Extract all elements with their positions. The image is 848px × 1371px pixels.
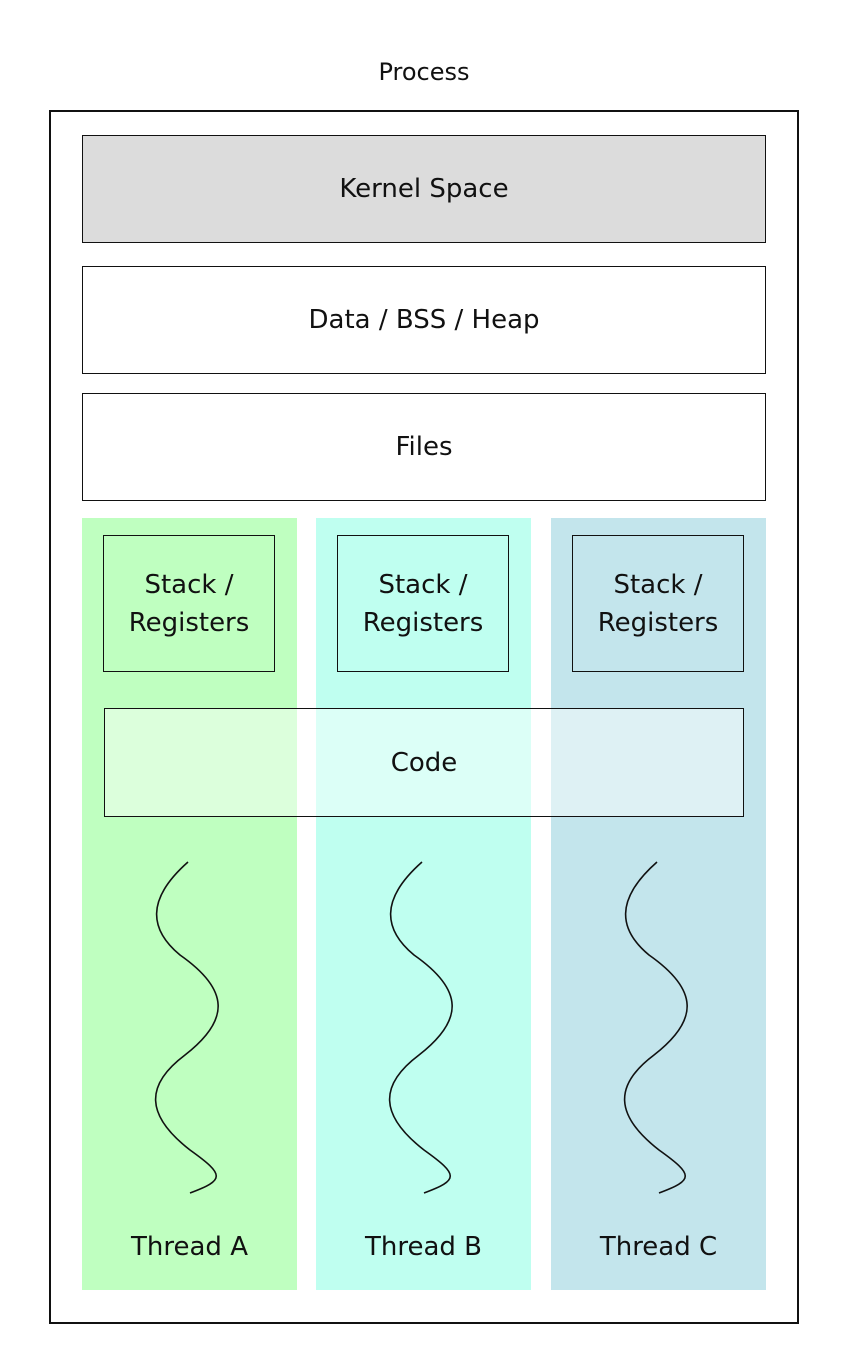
stack-label-line2: Registers	[362, 607, 484, 638]
thread-a-stack-registers: Stack / Registers	[103, 535, 275, 672]
stack-label-line2: Registers	[597, 607, 719, 638]
thread-a-column	[82, 518, 297, 1290]
thread-c-column	[551, 518, 766, 1290]
thread-b-label: Thread B	[364, 1232, 482, 1262]
data-bss-heap-region: Data / BSS / Heap	[82, 266, 766, 374]
thread-b-column	[316, 518, 531, 1290]
thread-c-label: Thread C	[599, 1232, 718, 1262]
files-region: Files	[82, 393, 766, 501]
thread-b-wave-icon	[388, 861, 453, 1194]
code-region: Code	[104, 708, 744, 817]
stack-label-line1: Stack /	[378, 569, 468, 600]
kernel-space-region: Kernel Space	[82, 135, 766, 243]
thread-a-label: Thread A	[131, 1232, 248, 1262]
thread-b-stack-registers: Stack / Registers	[337, 535, 509, 672]
stack-label-line2: Registers	[128, 607, 250, 638]
stack-label-line1: Stack /	[144, 569, 234, 600]
process-container	[49, 110, 799, 1324]
thread-c-stack-registers: Stack / Registers	[572, 535, 744, 672]
stack-label-line1: Stack /	[613, 569, 703, 600]
process-title: Process	[378, 58, 470, 86]
thread-c-wave-icon	[623, 861, 688, 1194]
thread-a-wave-icon	[154, 861, 219, 1194]
